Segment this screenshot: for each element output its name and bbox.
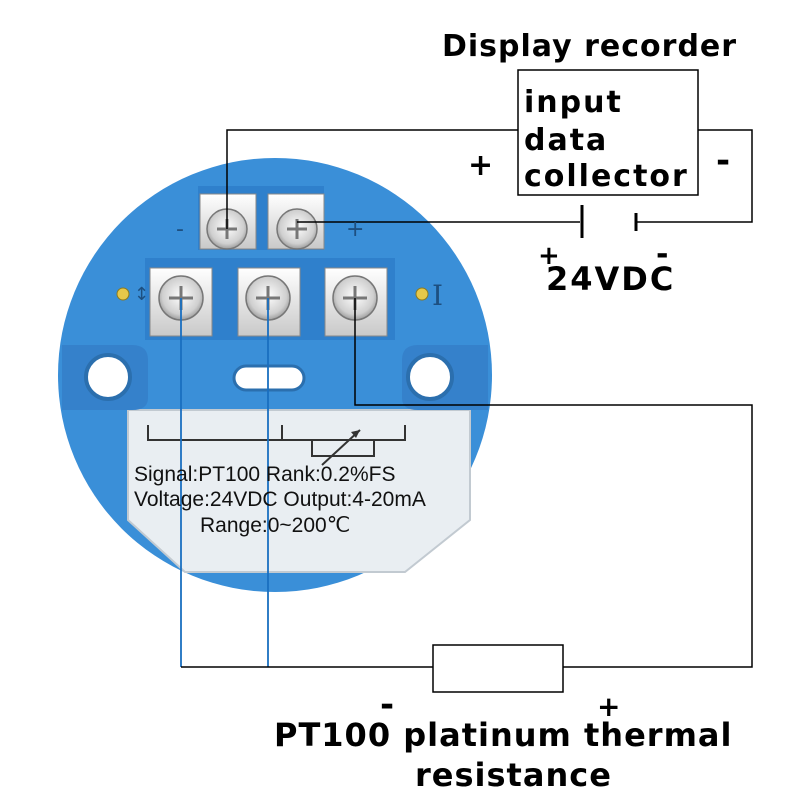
right-adjust-symbol: I	[432, 279, 443, 312]
left-adjust-screw	[116, 287, 130, 301]
pt100-resistor-icon	[432, 644, 564, 693]
center-slot	[232, 364, 306, 392]
left-adjust-symbol: ↕	[134, 284, 149, 305]
recorder-minus-sign: -	[716, 141, 730, 181]
recorder-plus-sign: +	[468, 148, 493, 183]
variable-resistor-icon	[311, 439, 375, 457]
sensor-plus-sign: +	[597, 690, 620, 723]
recorder-box	[517, 69, 699, 196]
right-adjust-screw	[415, 287, 429, 301]
label-line-1: Signal:PT100 Rank:0.2%FS	[134, 463, 395, 486]
wires	[180, 129, 753, 693]
sensor-title-line-2: resistance	[415, 756, 612, 794]
battery-plus-sign: +	[538, 241, 560, 271]
wire-minus-to-recorder	[226, 129, 518, 229]
label-bracket-line	[147, 425, 406, 441]
resistor-arrow-icon	[321, 429, 361, 466]
recorder-box-line-3: collector	[524, 159, 689, 194]
label-line-2: Voltage:24VDC Output:4-20mA	[134, 488, 426, 511]
recorder-box-line-1: input	[524, 85, 623, 120]
power-label: 24VDC	[546, 260, 675, 298]
recorder-title: Display recorder	[442, 29, 737, 64]
transmitter-module	[58, 158, 492, 592]
top-terminal-minus-mark: -	[176, 217, 184, 242]
left-mount-hole	[84, 353, 132, 401]
label-line-3: Range:0~200℃	[200, 514, 350, 537]
right-mount-hole	[406, 353, 454, 401]
sensor-title-line-1: PT100 platinum thermal	[274, 716, 732, 754]
resistor-arrowhead-icon	[351, 430, 360, 438]
battery-minus-sign: -	[656, 237, 668, 272]
sensor-minus-sign: -	[380, 685, 394, 725]
wire-terminal3-to-sensor	[354, 298, 753, 668]
wire-recorder-to-battery	[636, 129, 753, 223]
top-terminal-plus-mark: +	[346, 217, 364, 242]
recorder-box-line-2: data	[524, 123, 608, 158]
